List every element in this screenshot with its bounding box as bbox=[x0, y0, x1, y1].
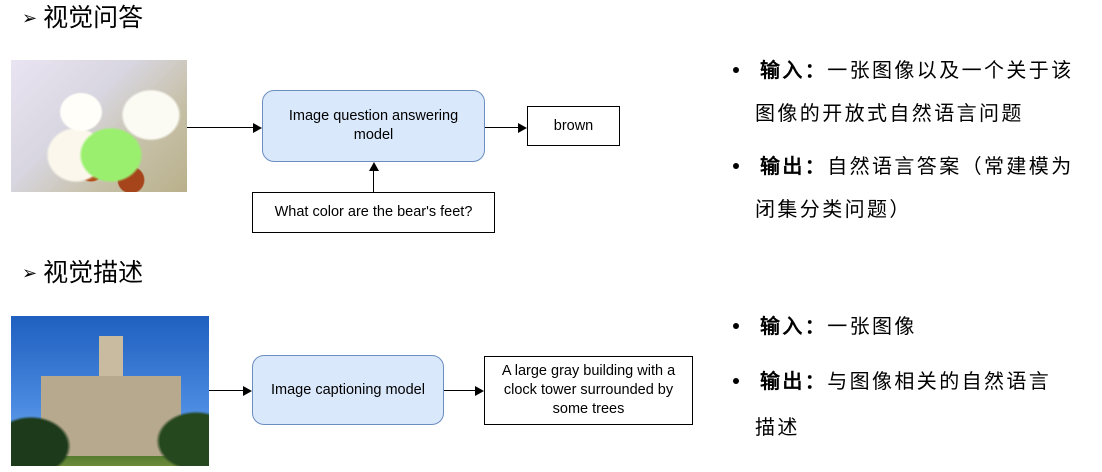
section-heading-vqa: ➢视觉问答 bbox=[22, 1, 143, 36]
bullet-vqa-output: 输出：自然语言答案（常建模为 bbox=[760, 153, 1074, 179]
question-text: What color are the bear's feet? bbox=[274, 204, 473, 220]
bullet-label: 输入： bbox=[760, 314, 828, 338]
bullet-icon bbox=[733, 163, 739, 169]
arrow-line bbox=[209, 390, 243, 392]
bullet-label: 输出： bbox=[760, 369, 828, 393]
teddy-bear-image bbox=[11, 60, 187, 192]
bullet-text: 一张图像 bbox=[827, 314, 917, 338]
bullet-label: 输出： bbox=[760, 154, 828, 178]
model-label: Image question answering model bbox=[288, 108, 459, 143]
vqa-question-box: What color are the bear's feet? bbox=[252, 192, 495, 233]
arrow-head-icon bbox=[243, 385, 252, 396]
output-text: brown bbox=[553, 117, 594, 134]
arrow-head-icon bbox=[518, 122, 527, 133]
section-heading-captioning: ➢视觉描述 bbox=[22, 256, 143, 291]
building-image bbox=[11, 316, 209, 466]
bullet-icon bbox=[733, 67, 739, 73]
caption-output-box: A large gray building with a clock tower… bbox=[484, 356, 693, 425]
bullet-caption-input: 输入：一张图像 bbox=[760, 313, 917, 339]
bullet-continuation: 描述 bbox=[755, 415, 800, 439]
arrow-marker-icon: ➢ bbox=[22, 263, 38, 284]
arrow-line bbox=[444, 390, 475, 392]
bullet-vqa-input: 输入：一张图像以及一个关于该 bbox=[760, 57, 1074, 83]
bullet-continuation: 图像的开放式自然语言问题 bbox=[755, 101, 1024, 125]
bullet-text: 自然语言答案（常建模为 bbox=[827, 154, 1074, 178]
bullet-text: 一张图像以及一个关于该 bbox=[827, 58, 1074, 82]
captioning-model-box: Image captioning model bbox=[252, 355, 444, 425]
heading-text: 视觉问答 bbox=[43, 3, 144, 32]
caption-text: A large gray building with a clock tower… bbox=[501, 363, 676, 417]
bullet-continuation: 闭集分类问题） bbox=[755, 197, 912, 221]
arrow-marker-icon: ➢ bbox=[22, 8, 38, 29]
heading-text: 视觉描述 bbox=[43, 258, 144, 287]
arrow-line bbox=[373, 171, 375, 192]
arrow-head-icon bbox=[475, 385, 484, 396]
bullet-caption-output: 输出：与图像相关的自然语言 bbox=[760, 368, 1051, 394]
arrow-head-icon bbox=[253, 122, 262, 133]
vqa-output-box: brown bbox=[527, 106, 620, 146]
bullet-label: 输入： bbox=[760, 58, 828, 82]
arrow-line bbox=[187, 127, 253, 129]
vqa-model-box: Image question answering model bbox=[262, 90, 485, 162]
arrow-line bbox=[485, 127, 518, 129]
model-label: Image captioning model bbox=[271, 381, 425, 398]
bullet-icon bbox=[733, 323, 739, 329]
bullet-text: 与图像相关的自然语言 bbox=[827, 369, 1052, 393]
bullet-icon bbox=[733, 378, 739, 384]
arrow-head-icon bbox=[369, 162, 379, 171]
